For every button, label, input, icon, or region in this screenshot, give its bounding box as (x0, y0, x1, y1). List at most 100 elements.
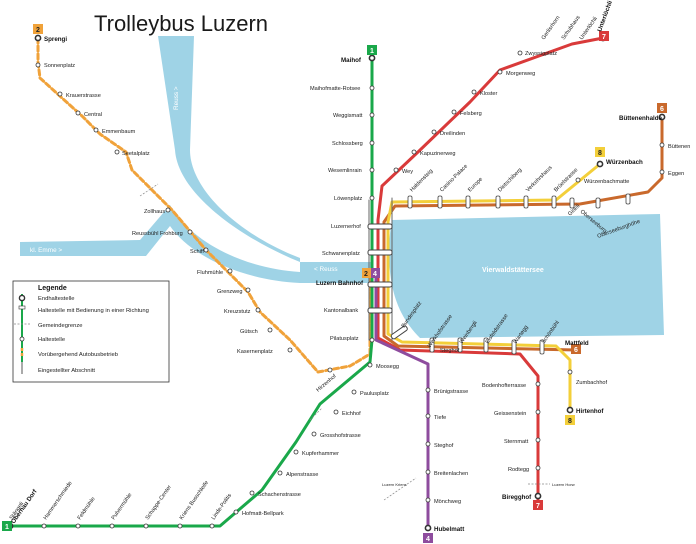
stop-label: Bodenhofterrasse (482, 383, 526, 389)
legend: Legende Endhaltestelle Haltestelle mit B… (12, 280, 170, 383)
stop-dot (165, 207, 171, 213)
stop-dot (255, 307, 261, 313)
svg-text:7: 7 (602, 34, 606, 41)
stop-label-bahnhof: Luzern Bahnhof (316, 280, 364, 287)
stop-label: Würzenbachmatte (584, 179, 629, 185)
stop-label: Sonnenplatz (44, 63, 75, 69)
stop-label: Löwenplatz (334, 196, 363, 202)
water-bodies (20, 36, 664, 338)
stop-label: Grenzweg (217, 289, 243, 295)
stop-label-hirtenhof: Hirtenhof (576, 408, 604, 415)
reuss-label-lower: < Reuss (314, 266, 338, 273)
bar-schwanenplatz (367, 249, 393, 256)
stop-label: Zumbachhof (576, 380, 608, 386)
stop-label: Brüelstrasse (553, 167, 579, 193)
stop-label-buettenenhalde: Büttenenhalde (619, 115, 663, 122)
stop-dot (41, 523, 47, 529)
stop-dot (333, 409, 339, 415)
svg-text:8: 8 (568, 418, 572, 425)
badge-line-7-bottom: 7 (533, 500, 543, 510)
legend-item: Gemeindegrenze (38, 323, 82, 329)
legend-item: Haltestelle (38, 337, 65, 343)
stop-dot (431, 129, 437, 135)
stop-dot (75, 110, 81, 116)
badge-line-8-bottom: 8 (565, 415, 575, 425)
badge-line-2-top: 2 (33, 24, 43, 34)
svg-text:6: 6 (574, 347, 578, 354)
svg-text:4: 4 (373, 271, 377, 278)
stop-dot (109, 523, 115, 529)
badge-line-8-top: 8 (595, 147, 605, 157)
stop-label: Emmenbaum (102, 129, 136, 135)
stop-dot (203, 247, 209, 253)
stop-dot (327, 367, 333, 373)
stop-label-unterloechli: Unterlöchli (596, 0, 614, 33)
stop-dot (451, 109, 457, 115)
svg-text:7: 7 (536, 503, 540, 510)
stop-dot (497, 69, 503, 75)
stop-label: Dreilinden (440, 131, 465, 137)
stop-label: Feldmühle (77, 496, 97, 521)
line-8-route (386, 162, 602, 414)
legend-title: Legende (38, 285, 67, 292)
stop-dot (535, 381, 541, 387)
stop-dot (659, 169, 665, 175)
stop-dot (369, 167, 375, 173)
stop-dot (393, 167, 399, 173)
stop-dot (575, 177, 581, 183)
lake-vierwaldstaettersee (389, 214, 664, 338)
stop-label: Moosegg (376, 364, 399, 370)
stop-label: Mönchweg (434, 499, 461, 505)
stop-label: Kantonalbank (324, 308, 358, 314)
stop-label: Felsberg (460, 111, 482, 117)
stop-dot (114, 149, 120, 155)
municipal-boundaries (139, 183, 550, 501)
stop-dot (425, 469, 431, 475)
stop-label: Zwyssigplatz (525, 51, 557, 57)
stop-dot (369, 112, 375, 118)
stop-dot (535, 409, 541, 415)
stop-label-biregghof: Biregghof (502, 494, 532, 501)
stop-dot (34, 34, 42, 42)
stop-dot (57, 91, 63, 97)
lake-label: Vierwaldstättersee (482, 267, 544, 274)
stop-dot (425, 497, 431, 503)
stop-label: Morgenweg (506, 71, 535, 77)
stop-dot (369, 140, 375, 146)
bar-kantonalbank (367, 307, 393, 314)
stop-label: Schwanenplatz (322, 251, 360, 257)
svg-text:2: 2 (364, 271, 368, 278)
stop-dot (425, 387, 431, 393)
stop-dot (596, 160, 604, 168)
stop-label: Gerlisrhorn (541, 15, 562, 41)
stop-label: Schiff (190, 249, 204, 255)
badge-line-6-top: 6 (657, 103, 667, 113)
stop-label: Weggismatt (333, 113, 363, 119)
stop-label-sprengi: Sprengi (44, 36, 67, 43)
stop-label: Breitenlachen (434, 471, 468, 477)
stop-label: Seetalplatz (122, 151, 150, 157)
stop-dot (567, 369, 573, 375)
stop-dot (93, 127, 99, 133)
stop-dot (267, 327, 273, 333)
bar-luzernerhof (367, 223, 393, 230)
stop-label: Kloster (480, 91, 498, 97)
stop-label: Kapuzinerweg (420, 151, 455, 157)
stop-dot (35, 62, 41, 68)
badge-line-2-center: 2 (362, 268, 371, 278)
stop-dot (425, 413, 431, 419)
stop-label: Grosshofstrasse (320, 433, 361, 439)
badge-line-1-bottom: 1 (2, 521, 12, 531)
line-1-route (6, 56, 374, 528)
svg-text:6: 6 (660, 106, 664, 113)
stop-label: Kriens Busschleife (179, 480, 210, 521)
stop-label: Steghof (440, 348, 460, 354)
stop-label-mattfeld: Mattfeld (565, 340, 589, 347)
stop-label: Casino-Palace (439, 163, 469, 193)
stop-dot (227, 268, 233, 274)
stop-dot (277, 470, 283, 476)
badge-line-4-center: 4 (371, 268, 380, 278)
svg-text:8: 8 (598, 150, 602, 157)
stop-label: Paulusplatz (360, 391, 389, 397)
